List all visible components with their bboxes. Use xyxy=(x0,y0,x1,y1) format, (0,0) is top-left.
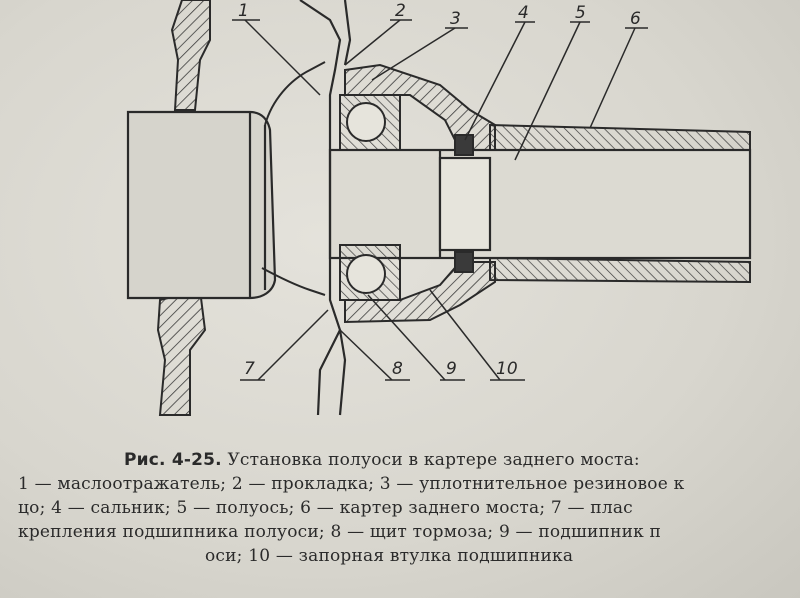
callout-2: 2 xyxy=(395,1,406,21)
leader-lines xyxy=(232,19,648,381)
caption-line-1: 1 — маслоотражатель; 2 — прокладка; 3 — … xyxy=(18,474,685,494)
caption-line-2: цо; 4 — сальник; 5 — полуось; 6 — картер… xyxy=(18,498,633,518)
figure-label: Рис. 4-25. xyxy=(124,450,222,470)
callout-9: 9 xyxy=(446,359,457,379)
brake-shield xyxy=(299,0,352,416)
caption-heading: Установка полуоси в картере заднего мост… xyxy=(227,450,640,470)
caption-title: Рис. 4-25. Установка полуоси в картере з… xyxy=(124,448,640,472)
callout-8: 8 xyxy=(392,359,403,379)
axle-shaft xyxy=(328,148,752,260)
brake-drum xyxy=(156,0,211,416)
ball-bearing-upper xyxy=(339,94,401,151)
technical-drawing: 1 2 3 4 5 6 7 8 9 10 xyxy=(126,0,752,416)
caption-line-4: оси; 10 — запорная втулка подшипника xyxy=(205,546,574,566)
ball-bearing-lower xyxy=(339,244,401,301)
callout-5: 5 xyxy=(575,3,586,23)
caption-line-3: крепления подшипника полуоси; 8 — щит то… xyxy=(18,522,662,542)
hub-flange xyxy=(126,110,277,300)
callout-4: 4 xyxy=(518,3,529,23)
callout-1: 1 xyxy=(238,1,249,21)
bearing-housing-lower xyxy=(344,261,496,324)
callout-3: 3 xyxy=(450,9,461,29)
callout-7: 7 xyxy=(244,359,255,379)
callout-10: 10 xyxy=(496,359,518,379)
callout-6: 6 xyxy=(630,9,641,29)
callout-labels: 1 2 3 4 5 6 7 8 9 10 xyxy=(238,1,641,379)
oil-seal xyxy=(454,134,474,273)
oil-deflector xyxy=(261,61,326,296)
